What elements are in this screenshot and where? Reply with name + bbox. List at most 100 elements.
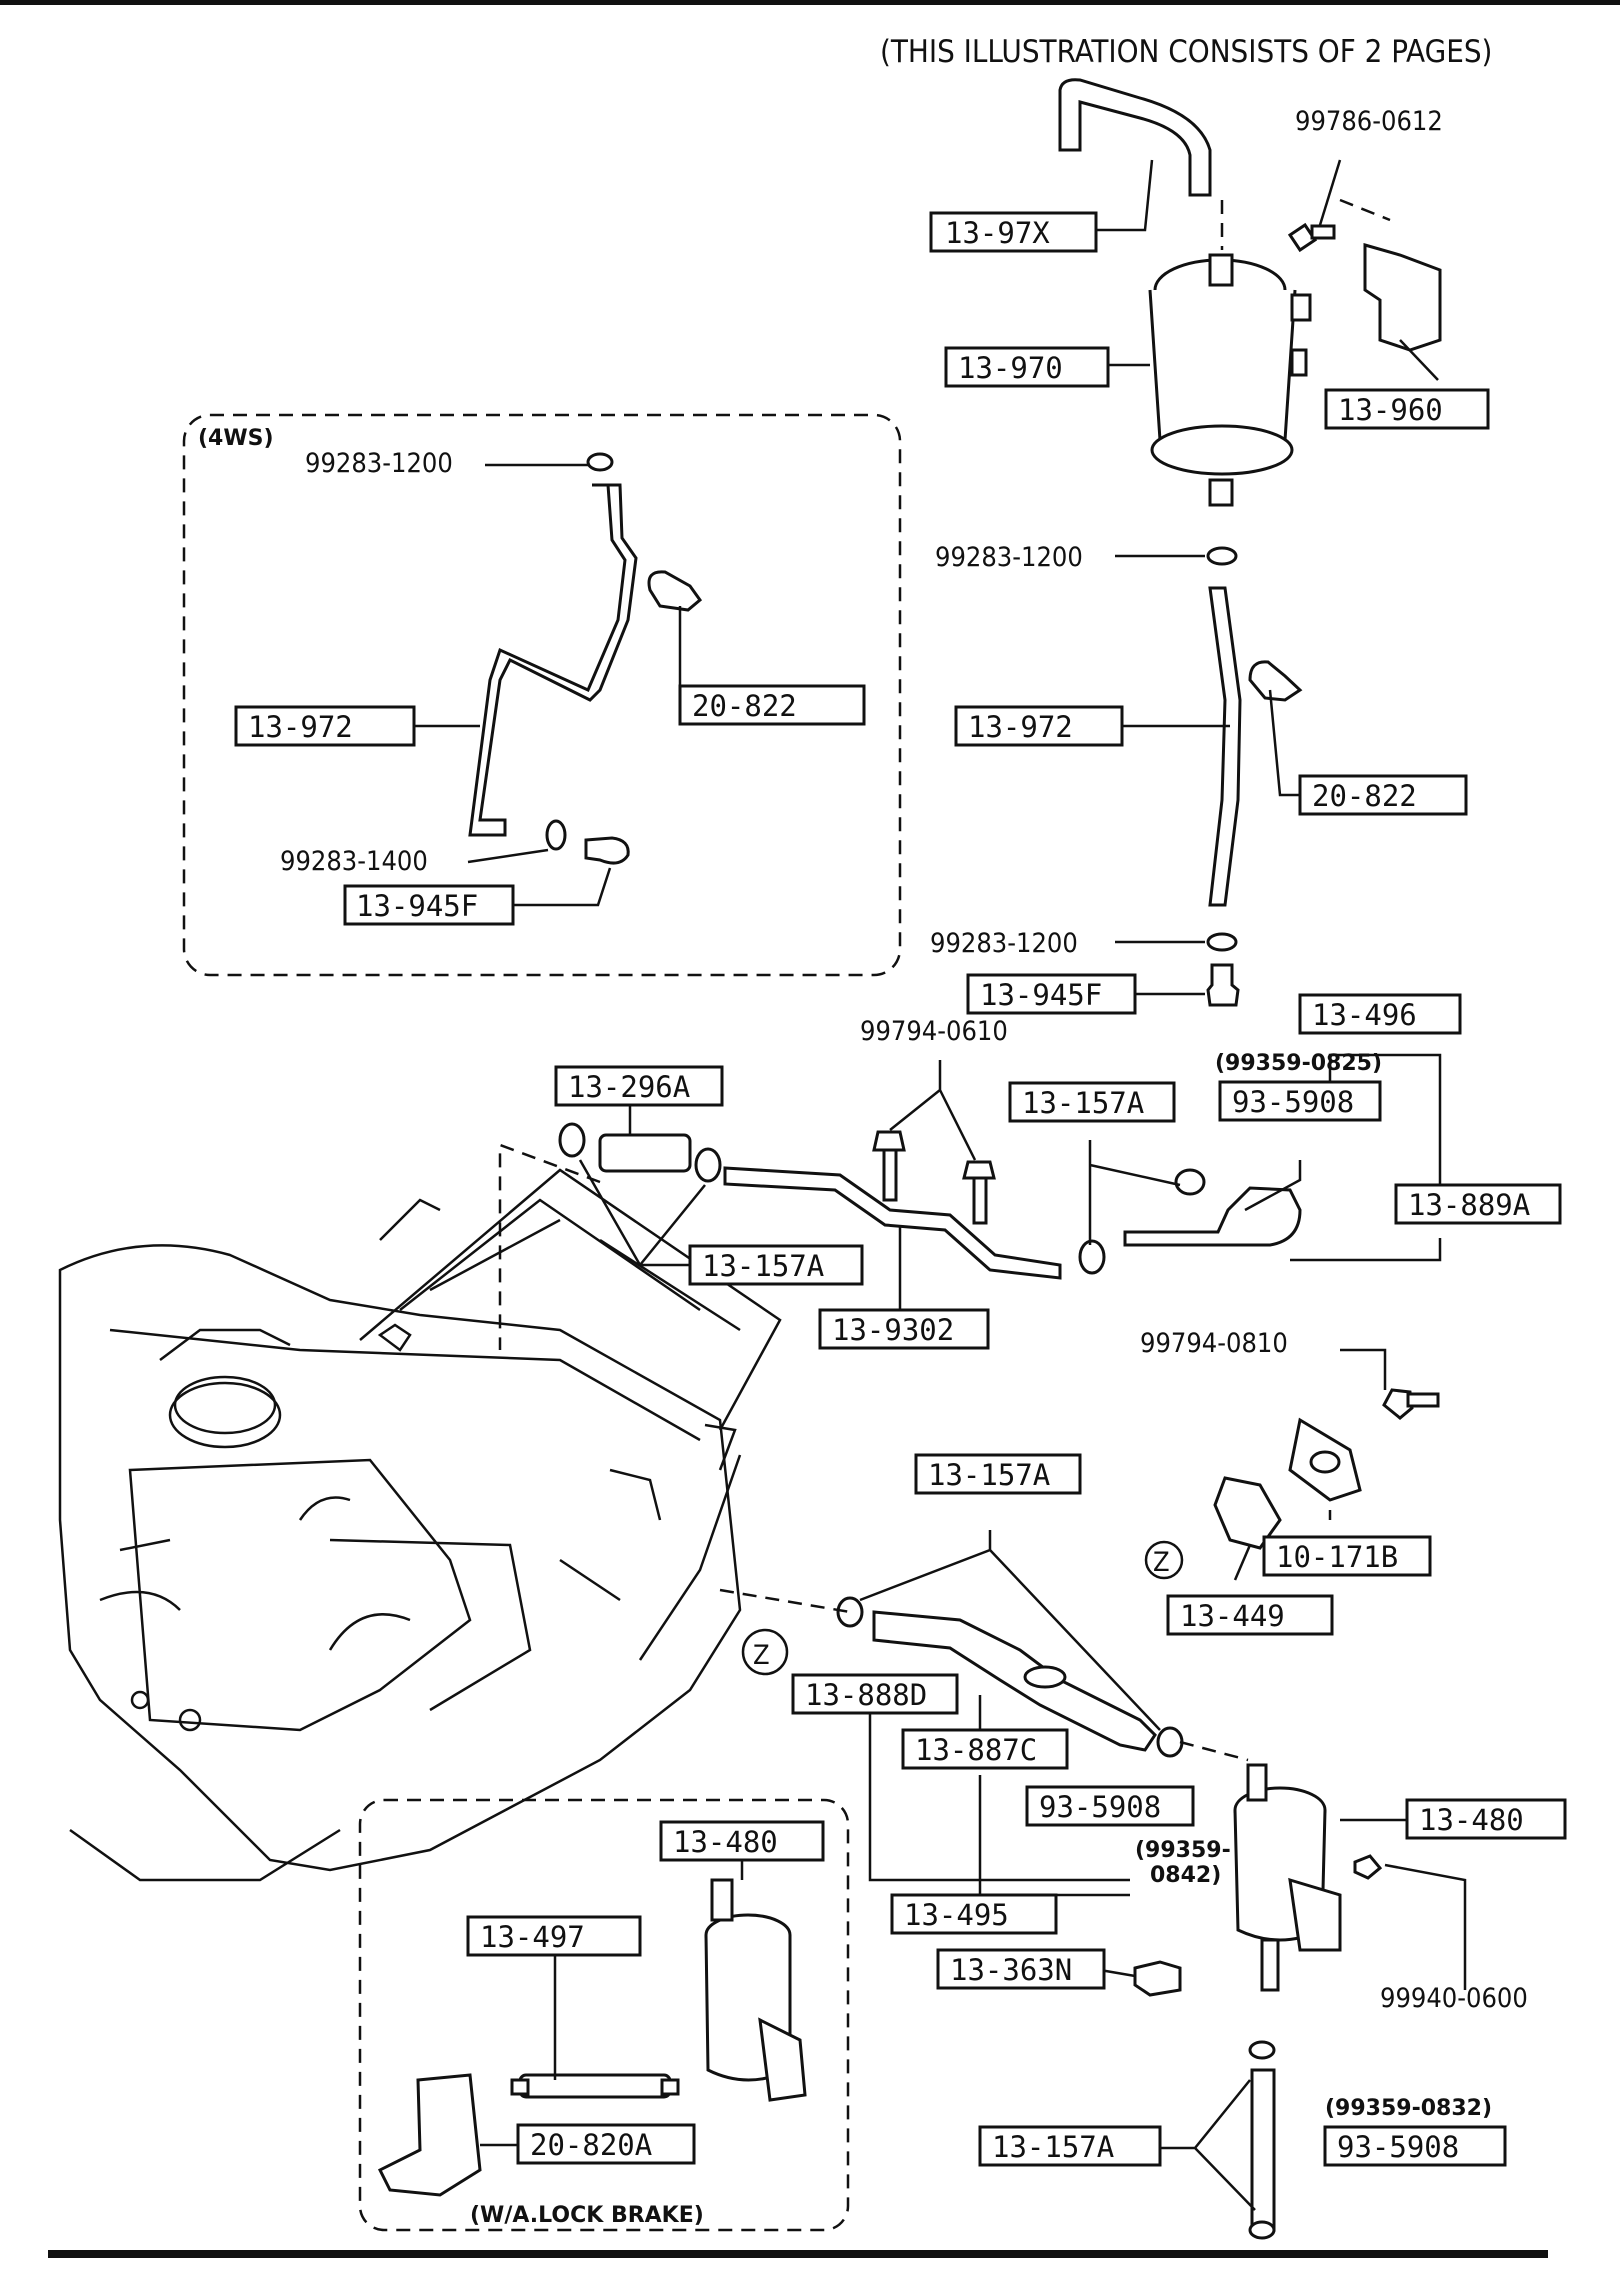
- nut-99940-0600: [1353, 1854, 1383, 1880]
- bottom-border: [48, 2250, 1548, 2258]
- svg-text:13-945F: 13-945F: [980, 978, 1102, 1012]
- box-clamp-157a-left: 13-157A: [688, 1244, 864, 1286]
- svg-text:13-888D: 13-888D: [805, 1678, 927, 1712]
- guide-line: [1339, 198, 1391, 222]
- svg-text:13-157A: 13-157A: [1022, 1086, 1144, 1120]
- hose-bottom: [1250, 2068, 1276, 2232]
- svg-text:13-9302: 13-9302: [832, 1313, 954, 1347]
- box-canister: 13-970: [944, 346, 1110, 388]
- box-hose-296a: 13-296A: [554, 1065, 724, 1107]
- box-clamp-157a-mid: 13-157A: [914, 1453, 1082, 1495]
- box-ws-connector: 13-945F: [343, 884, 515, 926]
- box-ws-hose: 13-972: [234, 705, 416, 747]
- box-hose-assy-495: 13-495: [890, 1893, 1058, 1935]
- box-connector-mid: 13-945F: [966, 973, 1137, 1015]
- hose-joint: [1023, 1665, 1067, 1689]
- ws-hose-13-972: [468, 483, 638, 837]
- box-filter-480: 13-480: [1405, 1798, 1567, 1840]
- svg-text:13-495: 13-495: [904, 1898, 1009, 1932]
- svg-text:13-887C: 13-887C: [915, 1733, 1037, 1767]
- clamp-right-a: [1078, 1239, 1106, 1275]
- hose-13-97x: [1058, 78, 1212, 197]
- bolts-99794-0610: [872, 1130, 996, 1225]
- svg-text:13-363N: 13-363N: [950, 1953, 1072, 1987]
- box-pipe-9302: 13-9302: [818, 1308, 990, 1350]
- box-hose-mid: 13-972: [954, 705, 1124, 747]
- label-nut-0600: 99940-0600: [1380, 1983, 1528, 2014]
- lb-filter-13-480: [704, 1878, 807, 2102]
- svg-text:20-822: 20-822: [692, 689, 797, 723]
- svg-text:13-296A: 13-296A: [568, 1070, 690, 1104]
- label-kit-825-code: (99359-0825): [1215, 1051, 1382, 1076]
- box-gasket-171b: 10-171B: [1262, 1535, 1432, 1577]
- clamp-99283-1200-b: [1206, 932, 1238, 952]
- ws-clip-20-822: [647, 570, 703, 612]
- svg-text:10-171B: 10-171B: [1276, 1540, 1398, 1574]
- bracket-13-960: [1363, 243, 1442, 352]
- hose-13-889a: [1123, 1186, 1302, 1247]
- z-marker-left: [741, 1628, 789, 1676]
- svg-text:13-970: 13-970: [958, 351, 1063, 385]
- box-lb-bracket-820a: 20-820A: [516, 2123, 696, 2165]
- hose-13-972: [1208, 586, 1242, 907]
- box-hose-888d: 13-888D: [791, 1673, 959, 1715]
- clip-20-822: [1248, 660, 1303, 702]
- svg-text:13-497: 13-497: [480, 1920, 585, 1954]
- box-hose-887c: 13-887C: [901, 1728, 1069, 1770]
- svg-text:13-157A: 13-157A: [928, 1458, 1050, 1492]
- z-marker-left-text: Z: [753, 1640, 770, 1671]
- box-sensor-363n: 13-363N: [936, 1948, 1106, 1990]
- label-kit-832-code: (99359-0832): [1325, 2096, 1492, 2121]
- svg-text:13-157A: 13-157A: [992, 2130, 1114, 2164]
- label-bolt-valve: 99794-0810: [1140, 1328, 1288, 1359]
- hose-13-888d-887c: [872, 1610, 1157, 1752]
- box-kit-832: 93-5908: [1323, 2125, 1507, 2167]
- z-marker-right: [1144, 1540, 1184, 1580]
- valve-13-449: [1213, 1476, 1282, 1550]
- svg-text:20-822: 20-822: [1312, 779, 1417, 813]
- label-kit-842-code-b: 0842): [1150, 1863, 1221, 1888]
- label-clamp-b: 99283-1200: [930, 928, 1078, 959]
- svg-text:13-960: 13-960: [1338, 393, 1443, 427]
- box-lb-hose-497: 13-497: [466, 1915, 642, 1957]
- box-bracket-top: 13-960: [1324, 388, 1490, 430]
- clamp-mid-b: [1156, 1726, 1184, 1758]
- bolt-99786-0612: [1287, 222, 1336, 253]
- lb-hose-13-497: [510, 2073, 680, 2099]
- clamp-mid-a: [836, 1596, 864, 1628]
- box-clamp-157a-bottom: 13-157A: [978, 2125, 1162, 2167]
- label-kit-842-code-a: (99359-: [1135, 1838, 1231, 1863]
- svg-text:13-97X: 13-97X: [945, 216, 1050, 250]
- clamp-right-b: [1174, 1168, 1206, 1196]
- svg-text:93-5908: 93-5908: [1337, 2130, 1459, 2164]
- svg-text:13-496: 13-496: [1312, 998, 1417, 1032]
- box-hose-889a: 13-889A: [1394, 1183, 1562, 1225]
- inset-4ws-frame: [182, 413, 902, 977]
- connector-13-945f: [1206, 963, 1240, 1007]
- svg-text:13-449: 13-449: [1180, 1599, 1285, 1633]
- box-valve-449: 13-449: [1166, 1594, 1334, 1636]
- leader-lines: [414, 159, 1467, 2211]
- box-kit-825: 93-5908: [1218, 1080, 1382, 1122]
- clamp-left-a: [558, 1122, 586, 1158]
- top-border: [0, 0, 1620, 5]
- box-lb-filter-480: 13-480: [659, 1820, 825, 1862]
- filter-13-480: [1233, 1763, 1342, 1992]
- label-ws-clamp-top: 99283-1200: [305, 448, 453, 479]
- pipe-13-9302: [723, 1166, 1062, 1280]
- svg-text:20-820A: 20-820A: [530, 2128, 652, 2162]
- box-ws-clip: 20-822: [678, 684, 866, 726]
- z-marker-right-text: Z: [1153, 1547, 1170, 1578]
- lb-bracket-20-820a: [377, 2073, 482, 2197]
- label-bolt-top: 99786-0612: [1295, 106, 1443, 137]
- gasket-hole: [1309, 1450, 1341, 1474]
- ws-clamp-bottom: [545, 819, 567, 851]
- canister-13-970: [1148, 253, 1312, 507]
- inset-4ws-title: (4WS): [198, 426, 274, 451]
- box-clamp-157a-right: 13-157A: [1008, 1081, 1176, 1123]
- clamp-bottom-b: [1248, 2220, 1276, 2240]
- box-clip-mid: 20-822: [1298, 774, 1468, 816]
- svg-text:13-889A: 13-889A: [1408, 1188, 1530, 1222]
- svg-text:93-5908: 93-5908: [1232, 1085, 1354, 1119]
